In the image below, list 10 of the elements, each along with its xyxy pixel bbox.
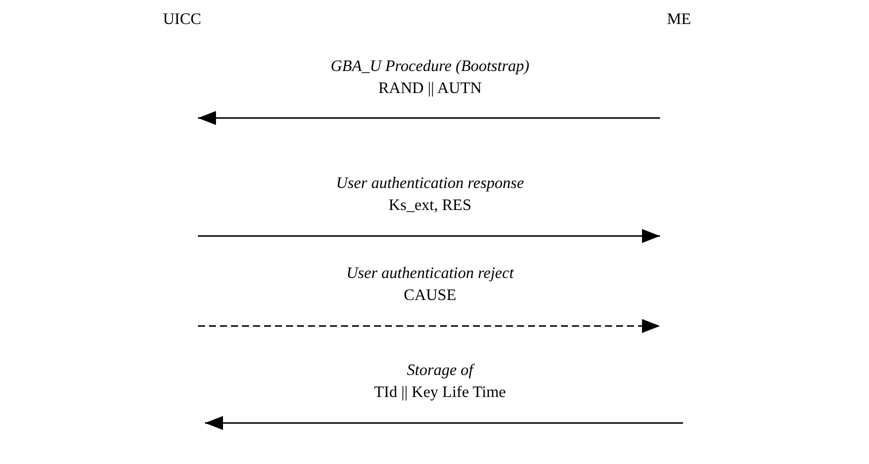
lifeline-label: UICC <box>163 10 202 30</box>
message-label: User authentication reject <box>346 264 514 284</box>
message-label: RAND || AUTN <box>378 79 482 99</box>
message-label: TId || Key Life Time <box>374 383 506 403</box>
message-label: CAUSE <box>404 286 456 306</box>
message-label: User authentication response <box>336 174 524 194</box>
message-label: Ks_ext, RES <box>388 196 472 216</box>
lifeline-label: ME <box>667 10 691 30</box>
message-label: Storage of <box>406 361 474 381</box>
message-label: GBA_U Procedure (Bootstrap) <box>330 57 530 77</box>
